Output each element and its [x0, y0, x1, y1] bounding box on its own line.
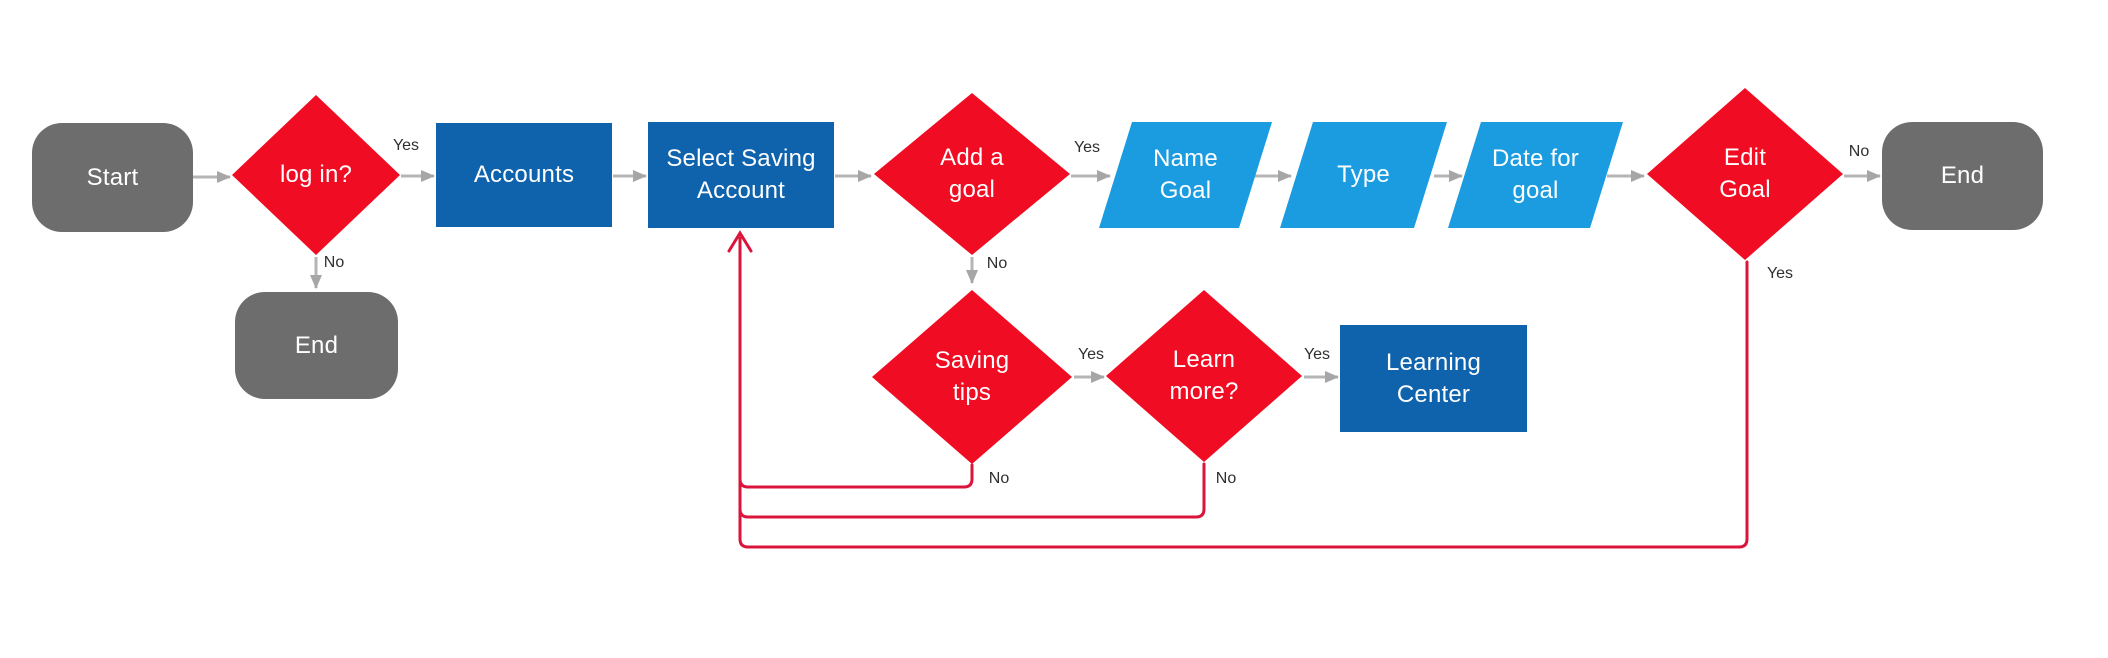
node-end-login-no: End: [235, 292, 398, 399]
node-label: log in?: [279, 161, 353, 189]
node-label: Learning Center: [1385, 348, 1481, 408]
node-type: Type: [1280, 122, 1447, 228]
node-select-saving-account: Select Saving Account: [648, 122, 834, 228]
edge-label-add-goal-no: No: [986, 255, 1008, 272]
edge-learn-more-no-loopback: [738, 462, 1206, 519]
node-label: Type: [1337, 161, 1390, 189]
node-start: Start: [32, 123, 193, 232]
node-label: Learn more?: [1169, 346, 1239, 405]
node-label: Date for goal: [1492, 145, 1579, 204]
node-learning-center: Learning Center: [1340, 325, 1527, 432]
node-label: Edit Goal: [1719, 144, 1771, 203]
edge-label-learn-more-no: No: [1215, 470, 1237, 487]
edge-label-learn-more-yes: Yes: [1303, 346, 1331, 363]
edge-saving-tips-no-loopback: [738, 463, 974, 489]
node-label: End: [1940, 162, 1985, 190]
edge-label-add-goal-yes: Yes: [1073, 139, 1101, 156]
edge-label-saving-tips-yes: Yes: [1077, 346, 1105, 363]
edge-label-edit-goal-no: No: [1848, 143, 1870, 160]
node-label: Add a goal: [940, 144, 1004, 203]
node-label: Accounts: [473, 161, 575, 189]
edge-edit-goal-yes-loopback: [738, 236, 1749, 549]
node-label: Name Goal: [1153, 145, 1218, 204]
node-end: End: [1882, 122, 2043, 230]
node-label: Select Saving Account: [666, 145, 816, 204]
edge-label-saving-tips-no: No: [988, 470, 1010, 487]
node-label: Start: [86, 163, 139, 191]
edge-label-login-yes: Yes: [392, 137, 420, 154]
node-name-goal: Name Goal: [1099, 122, 1272, 228]
node-label: Saving tips: [934, 347, 1010, 406]
loopback-arrowhead: [727, 230, 753, 253]
node-accounts: Accounts: [436, 123, 612, 227]
edge-label-login-no: No: [323, 254, 345, 271]
node-date-for-goal: Date for goal: [1448, 122, 1623, 228]
node-label: End: [294, 331, 339, 359]
edge-label-edit-goal-yes: Yes: [1766, 265, 1794, 282]
